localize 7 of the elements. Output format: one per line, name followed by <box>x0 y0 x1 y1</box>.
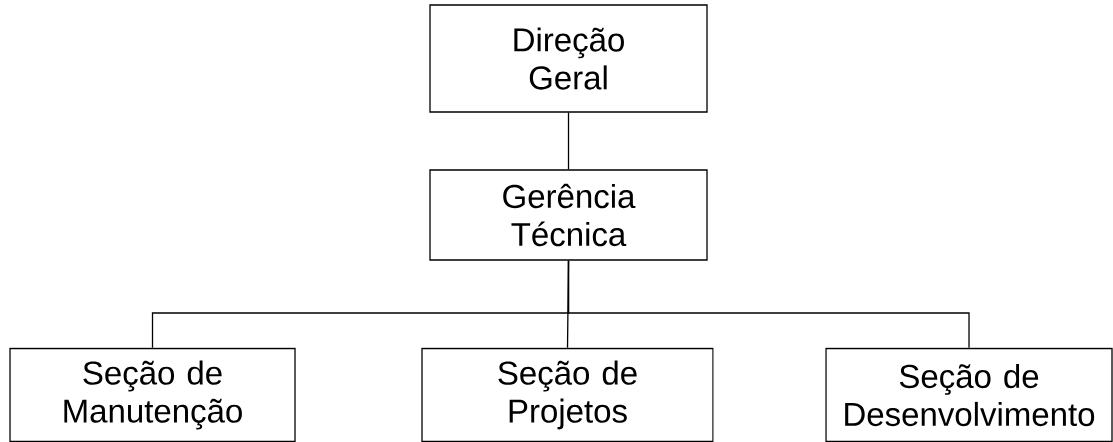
org-box: Seção de Desenvolvimento <box>825 347 1113 442</box>
org-box: Seção de Projetos <box>421 347 714 442</box>
connector-line <box>567 260 970 349</box>
connector-line <box>567 112 570 170</box>
org-box: Direção Geral <box>429 4 708 113</box>
org-box: Gerência Técnica <box>429 169 708 261</box>
org-box: Seção de Manutenção <box>9 347 296 442</box>
